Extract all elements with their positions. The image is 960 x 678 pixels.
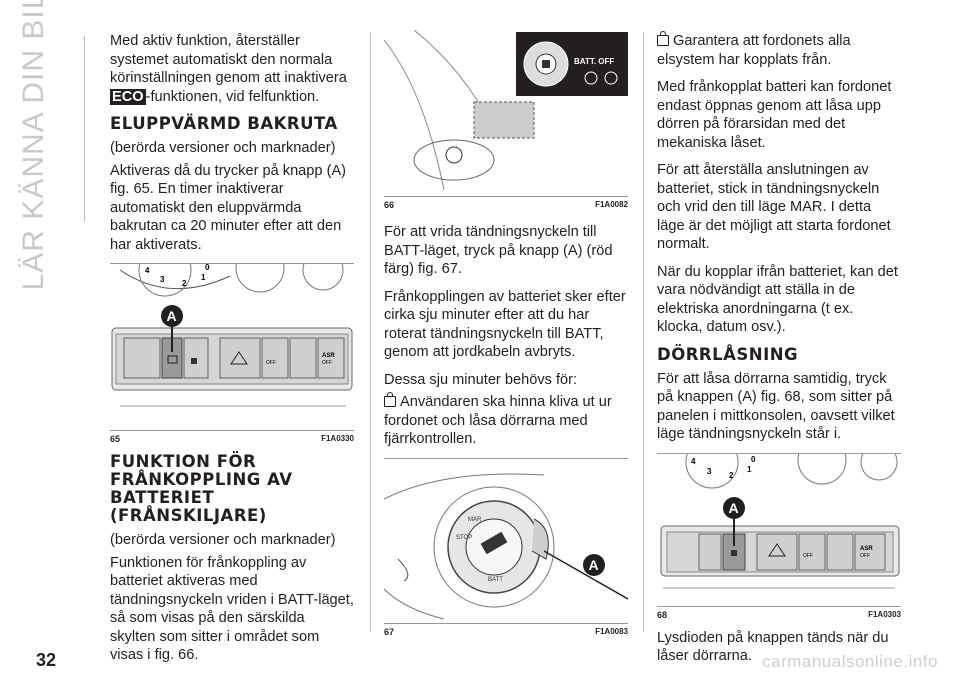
eco-badge: ECO — [110, 88, 146, 105]
heading-dorrlasning: DÖRRLÅSNING — [657, 344, 799, 364]
figure-68-caption: 68 F1A0303 — [657, 607, 901, 620]
figure-67-number: 67 — [384, 626, 395, 637]
figure-66-number: 66 — [384, 200, 395, 210]
paragraph-dorrlasning: För att låsa dörrarna samtidig, tryck på… — [657, 370, 895, 443]
paragraph-dessa: Dessa sju minuter behövs för: — [384, 371, 578, 388]
figure-65: 4 3 2 1 0 ASR OFF OFF A 65 — [110, 243, 354, 444]
figure-66-caption: 66 F1A0082 — [384, 197, 628, 210]
figure-68-code: F1A0303 — [868, 609, 901, 619]
side-divider — [84, 36, 85, 222]
paragraph-frankopplingen: Frånkopplingen av batteriet sker efter c… — [384, 288, 626, 361]
figure-66: BATT. OFF 66 F1A0082 — [383, 29, 628, 210]
watermark: carmanualsonline.info — [762, 652, 938, 671]
column-1: Med aktiv funktion, återställer systemet… — [110, 32, 354, 674]
paragraph-vrida: För att vrida tändningsnyckeln till BATT… — [384, 224, 613, 277]
figure-68-callout-a: A — [729, 500, 739, 516]
dial-digit-3: 3 — [160, 275, 165, 284]
paragraph-eluppvarmd: Aktiveras då du trycker på knapp (A) fig… — [110, 162, 347, 253]
figure-67-caption: 67 F1A0083 — [384, 624, 628, 637]
door-lock-console-illustration: 4 3 2 1 0 ASR OFF OFF A — [660, 435, 900, 588]
dial-digit-3b: 3 — [707, 467, 712, 476]
dial-digit-1b: 1 — [747, 465, 752, 474]
dial-batt-label: BATT — [488, 577, 503, 583]
figure-66-code: F1A0082 — [595, 200, 628, 209]
ignition-area-illustration: BATT. OFF — [383, 29, 628, 191]
lock-bullet-icon-2 — [657, 31, 669, 46]
figure-65-caption: 65 F1A0330 — [110, 431, 354, 444]
figure-68-number: 68 — [657, 609, 668, 620]
figure-67: MAR STOP BATT A 67 F1A0083 — [383, 457, 629, 637]
paragraph-intro: Med aktiv funktion, återställer systemet… — [110, 33, 347, 105]
dial-mar-label: MAR — [468, 517, 482, 523]
paragraph-frankoppling: Funktionen för frånkoppling av batteriet… — [110, 554, 354, 664]
column-3: Garantera att fordonets alla elsystem ha… — [657, 31, 901, 675]
paragraph-med: Med frånkopplat batteri kan fordonet end… — [657, 79, 892, 151]
paragraph-lysdioden: Lysdioden på knappen tänds när du låser … — [657, 629, 889, 665]
center-console-illustration: 4 3 2 1 0 ASR OFF OFF A — [111, 243, 353, 407]
lock-bullet-icon — [384, 392, 396, 407]
paragraph-nar: När du kopplar ifrån batteriet, kan det … — [657, 263, 898, 336]
dial-digit-1: 1 — [201, 273, 206, 282]
figure-67-callout-a: A — [589, 557, 599, 573]
chapter-side-tab: LÄR KÄNNA DIN BIL — [14, 0, 54, 290]
column-divider-1 — [370, 32, 371, 632]
off-label: OFF — [266, 360, 276, 366]
off-label-2: OFF — [803, 553, 813, 559]
figure-65-number: 65 — [110, 434, 121, 444]
versions-note: (berörda versioner och marknader) — [110, 140, 336, 156]
asr-label-2: ASR — [860, 546, 873, 552]
dial-digit-0: 0 — [205, 264, 210, 272]
asr-off-label-2: OFF — [860, 553, 870, 559]
paragraph-aterstalla: För att återställa anslutningen av batte… — [657, 162, 891, 252]
dial-digit-4b: 4 — [691, 457, 696, 466]
dial-digit-4: 4 — [145, 266, 150, 275]
heading-eluppvarmd: ELUPPVÄRMD BAKRUTA — [110, 114, 338, 133]
bullet-item-2: Garantera att fordonets alla elsystem ha… — [657, 31, 851, 68]
bullet-item-1: Användaren ska hinna kliva ut ur fordone… — [384, 392, 612, 447]
page-number: 32 — [36, 650, 57, 670]
heading-frankoppling: FUNKTION FÖR FRÅNKOPPLING AV BATTERIET (… — [110, 452, 293, 525]
chapter-title: LÄR KÄNNA DIN BIL — [17, 0, 50, 291]
batt-off-label: BATT. OFF — [574, 57, 614, 66]
figure-68: 4 3 2 1 0 ASR OFF OFF A 68 F1A0303 — [657, 435, 901, 620]
ignition-key-illustration: MAR STOP BATT A — [383, 473, 629, 619]
versions-note-2: (berörda versioner och marknader) — [110, 532, 336, 548]
column-2: BATT. OFF 66 F1A0082 För att vrida tändn… — [383, 29, 629, 638]
column-divider-2 — [643, 32, 644, 632]
figure-67-code: F1A0083 — [595, 626, 628, 636]
dial-digit-0b: 0 — [751, 455, 756, 464]
asr-label: ASR — [322, 353, 335, 359]
dial-digit-2: 2 — [182, 279, 187, 288]
dial-digit-2b: 2 — [729, 471, 734, 480]
figure-65-callout-a: A — [167, 308, 177, 324]
asr-off-label: OFF — [322, 360, 332, 366]
figure-65-code: F1A0330 — [321, 434, 354, 443]
dial-stop-label: STOP — [456, 535, 472, 541]
